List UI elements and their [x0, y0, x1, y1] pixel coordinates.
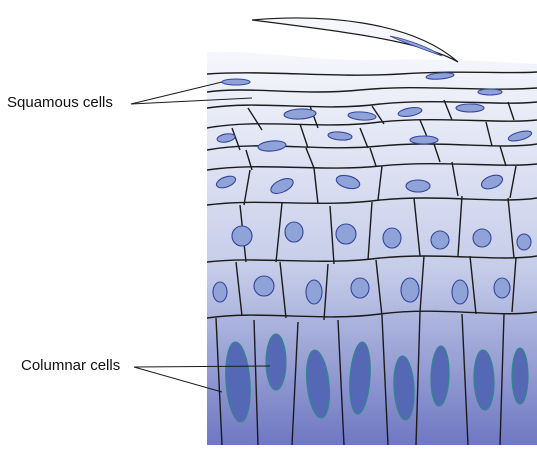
polygonal-nucleus — [306, 280, 322, 304]
polygonal-nucleus — [232, 226, 252, 246]
polygonal-nucleus — [431, 231, 449, 249]
columnar-cells-label: Columnar cells — [21, 357, 120, 374]
polygonal-nucleus — [517, 234, 531, 250]
polygonal-nucleus — [351, 278, 369, 298]
polygonal-nucleus — [213, 282, 227, 302]
polygonal-nucleus — [473, 229, 491, 247]
columnar-nucleus — [266, 334, 286, 390]
polygonal-nucleus — [401, 278, 419, 302]
squamous-cells-label: Squamous cells — [7, 94, 113, 111]
polygonal-nucleus — [494, 278, 510, 298]
columnar-nucleus — [512, 348, 528, 404]
polygonal-nucleus — [285, 222, 303, 242]
polygonal-nucleus — [336, 224, 356, 244]
squamous-nucleus — [456, 104, 484, 112]
squamous-nucleus — [410, 136, 438, 144]
squamous-nucleus — [478, 89, 502, 95]
intermediate-nucleus — [406, 180, 430, 192]
squamous-nucleus — [222, 79, 250, 85]
polygonal-nucleus — [452, 280, 468, 304]
polygonal-nucleus — [254, 276, 274, 296]
polygonal-nucleus — [383, 228, 401, 248]
